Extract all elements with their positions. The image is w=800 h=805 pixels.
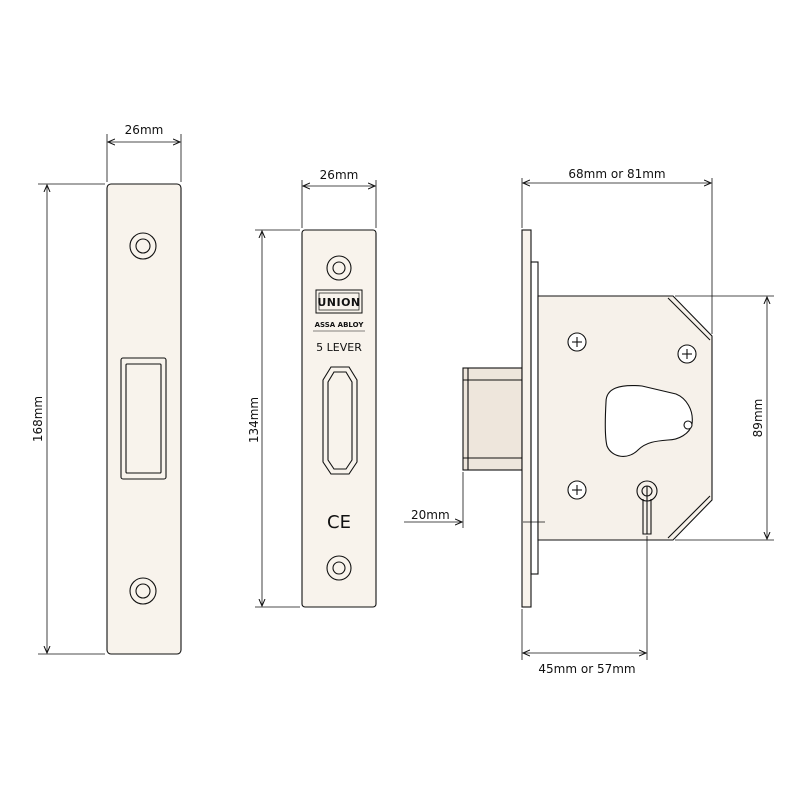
strike-plate-outline <box>106 183 182 655</box>
bolt-throw-label: 20mm <box>411 508 450 522</box>
forend-bolt-slot <box>322 366 358 475</box>
bolt-throw-dimension <box>404 472 545 528</box>
backset-dimension <box>521 536 648 660</box>
lever-window <box>604 384 693 457</box>
strike-width-dimension <box>106 134 182 182</box>
case-height-dimension <box>675 295 774 541</box>
keyhole <box>636 480 658 535</box>
strike-top-screw-hole <box>129 232 157 260</box>
union-logo: UNION <box>315 289 363 314</box>
case-screw-top-right <box>677 344 697 364</box>
case-width-label: 68mm or 81mm <box>568 167 665 181</box>
strike-height-label: 168mm <box>31 396 45 442</box>
forend-width-dimension <box>301 180 377 228</box>
forend-top-screw-hole <box>326 255 352 281</box>
svg-text:UNION: UNION <box>317 296 360 309</box>
forend-bottom-screw-hole <box>326 555 352 581</box>
case-width-dimension <box>521 178 713 334</box>
strike-bottom-screw-hole <box>129 577 157 605</box>
case-screw-bottom-left <box>567 480 587 500</box>
lever-count-label: 5 LEVER <box>316 341 362 354</box>
forend-height-dimension <box>255 229 300 608</box>
forend-outline <box>301 229 377 608</box>
deadbolt <box>462 367 523 471</box>
strike-box-opening <box>120 357 167 480</box>
lock-side-view <box>462 229 713 608</box>
forend-plate <box>301 229 377 608</box>
ce-mark: CE <box>327 512 351 533</box>
case-top-bevel <box>667 297 711 341</box>
case-screw-top-left <box>567 332 587 352</box>
case-bottom-bevel <box>667 495 711 539</box>
lever-pin <box>683 420 693 430</box>
strike-height-dimension <box>38 183 105 655</box>
strike-width-label: 26mm <box>125 123 164 137</box>
forend-profile <box>521 229 539 608</box>
assa-abloy-text: ASSA ABLOY <box>315 321 365 329</box>
forend-width-label: 26mm <box>320 168 359 182</box>
backset-label: 45mm or 57mm <box>538 662 635 676</box>
strike-plate <box>106 183 182 655</box>
forend-height-label: 134mm <box>247 397 261 443</box>
case-height-label: 89mm <box>751 399 765 438</box>
